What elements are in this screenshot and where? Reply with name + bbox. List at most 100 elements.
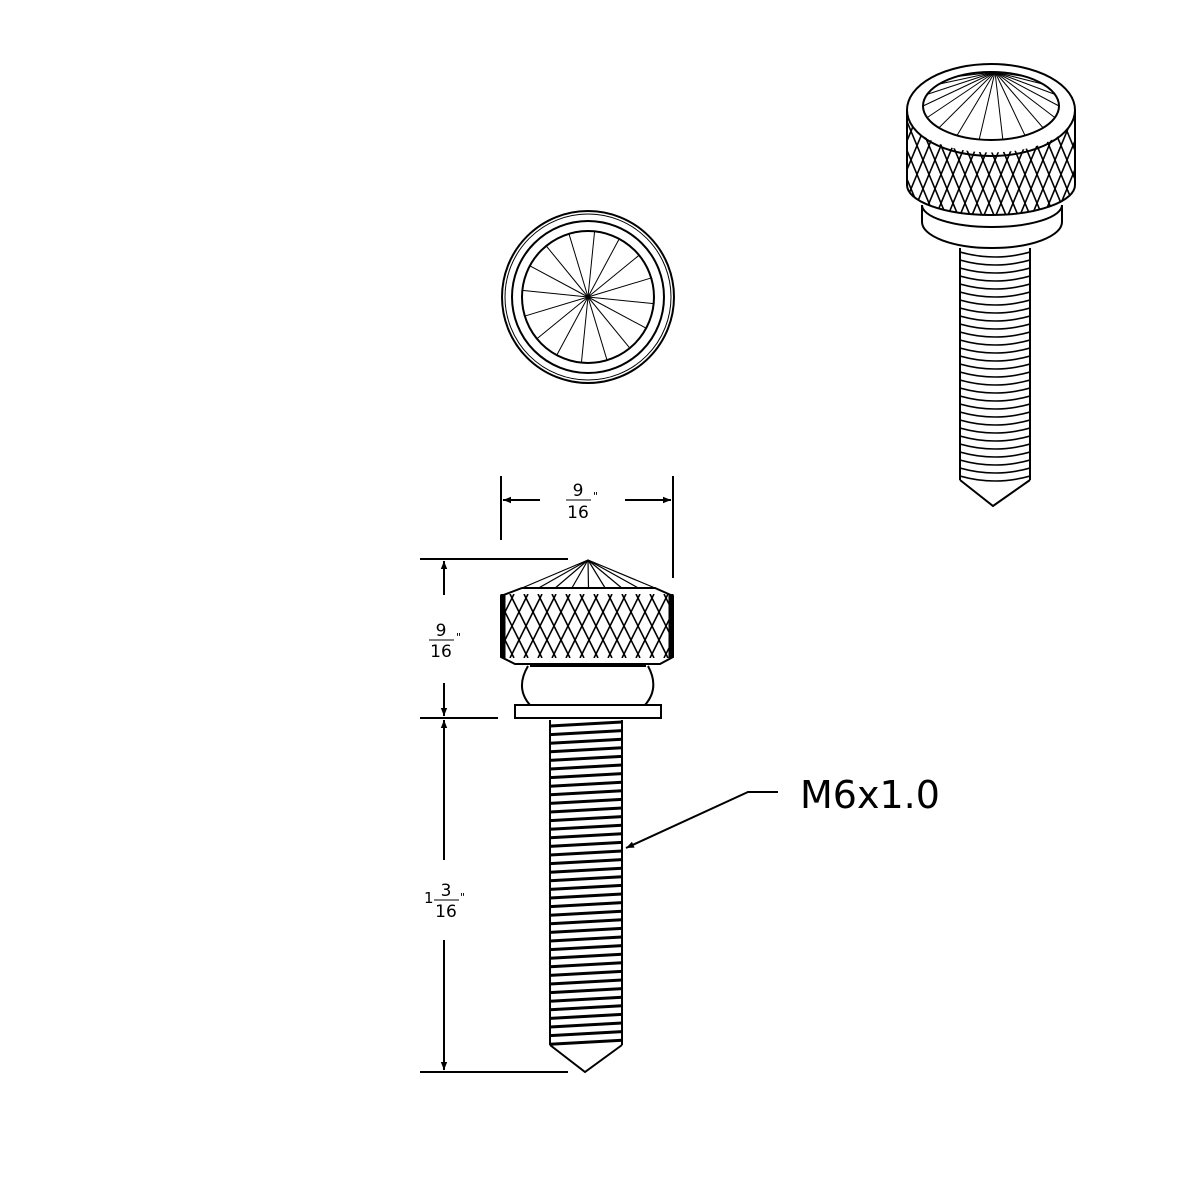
thread-line bbox=[960, 411, 1030, 418]
drawing-line bbox=[549, 763, 623, 771]
thread-line bbox=[960, 251, 1030, 258]
drawing-line bbox=[1126, 100, 1176, 220]
drawing-line bbox=[565, 594, 599, 658]
drawing-line bbox=[571, 559, 589, 589]
thread-line bbox=[960, 323, 1030, 330]
drawing-line bbox=[549, 754, 623, 762]
drawing-line bbox=[926, 71, 996, 95]
drawing-line bbox=[521, 559, 589, 589]
thread-line bbox=[960, 475, 1030, 482]
drawing-line bbox=[678, 594, 710, 658]
drawing-line bbox=[1114, 100, 1164, 220]
drawing-line bbox=[549, 815, 623, 823]
drawing-line bbox=[549, 952, 623, 960]
drawing-line bbox=[549, 1038, 623, 1046]
drawing-line bbox=[587, 296, 647, 329]
thread-line bbox=[960, 315, 1030, 322]
drawing-line bbox=[907, 112, 913, 216]
drawing-line bbox=[503, 594, 529, 646]
drawing-line bbox=[549, 935, 623, 943]
drawing-line bbox=[549, 866, 623, 874]
side-view bbox=[468, 559, 766, 1074]
dim-num: 9 bbox=[436, 621, 447, 641]
drawing-line bbox=[549, 729, 623, 737]
drawing-line bbox=[503, 634, 515, 658]
drawing-line bbox=[587, 559, 623, 589]
drawing-line bbox=[593, 594, 627, 658]
thread-line bbox=[960, 291, 1030, 298]
drawing-line bbox=[468, 594, 500, 658]
drawing-line bbox=[1102, 100, 1152, 220]
dim-den: 16 bbox=[435, 902, 457, 922]
drawing-line bbox=[994, 71, 1060, 107]
drawing-line bbox=[692, 594, 724, 658]
drawing-line bbox=[549, 892, 623, 900]
drawing-line bbox=[549, 772, 623, 780]
drawing-line bbox=[549, 944, 623, 952]
drawing-line bbox=[549, 961, 623, 969]
dimension-shank-length: 1 3 16 " bbox=[424, 881, 465, 922]
drawing-line bbox=[587, 296, 608, 361]
drawing-line bbox=[549, 1012, 623, 1020]
drawing-line bbox=[706, 594, 738, 658]
drawing-line bbox=[850, 100, 900, 220]
drawing-line bbox=[509, 594, 543, 658]
drawing-line bbox=[551, 594, 585, 658]
drawing-line bbox=[938, 71, 996, 85]
drawing-line bbox=[556, 296, 589, 356]
drawing-line bbox=[549, 909, 623, 917]
drawing-line bbox=[587, 559, 606, 589]
drawing-line bbox=[587, 254, 640, 298]
drawing-line bbox=[979, 71, 996, 74]
thread-line bbox=[960, 363, 1030, 370]
drawing-line bbox=[649, 614, 671, 658]
thread-line bbox=[960, 339, 1030, 346]
dim-num: 3 bbox=[441, 881, 452, 901]
drawing-line bbox=[1078, 100, 1128, 220]
drawing-line bbox=[1090, 100, 1140, 220]
drawing-line bbox=[587, 296, 631, 349]
thread-line bbox=[960, 347, 1030, 354]
thread-line bbox=[960, 395, 1030, 402]
drawing-line bbox=[956, 71, 996, 78]
drawing-line bbox=[734, 594, 766, 658]
thread-line bbox=[960, 299, 1030, 306]
drawing-line bbox=[529, 265, 589, 298]
thread-line bbox=[960, 427, 1030, 434]
thread-line bbox=[960, 403, 1030, 410]
isometric-view bbox=[850, 63, 1176, 508]
drawing-line bbox=[720, 594, 752, 658]
thread-line bbox=[960, 435, 1030, 442]
drawing-line bbox=[549, 901, 623, 909]
drawing-line bbox=[692, 594, 724, 658]
drawing-line bbox=[635, 594, 669, 658]
drawing-line bbox=[549, 780, 623, 788]
dim-den: 16 bbox=[430, 642, 452, 662]
drawing-line bbox=[994, 71, 1056, 119]
drawing-line bbox=[549, 918, 623, 926]
thread-callout: M6x1.0 bbox=[625, 773, 940, 849]
drawing-line bbox=[994, 71, 1004, 140]
thread-line bbox=[960, 267, 1030, 274]
thread-line bbox=[960, 259, 1030, 266]
dim-unit: " bbox=[460, 891, 465, 904]
drawing-line bbox=[978, 71, 996, 140]
thread-line bbox=[960, 459, 1030, 466]
drawing-line bbox=[587, 559, 639, 589]
drawing-line bbox=[538, 559, 589, 589]
drawing-line bbox=[956, 71, 996, 136]
dim-whole: 1 bbox=[424, 889, 434, 907]
drawing-line bbox=[549, 789, 623, 797]
drawing-line bbox=[549, 720, 623, 728]
drawing-line bbox=[549, 746, 623, 754]
drawing-line bbox=[587, 231, 596, 298]
drawing-line bbox=[549, 1030, 623, 1038]
drawing-line bbox=[549, 987, 623, 995]
drawing-line bbox=[907, 112, 925, 216]
drawing-line bbox=[994, 71, 1026, 136]
drawing-line bbox=[549, 806, 623, 814]
drawing-line bbox=[549, 1021, 623, 1029]
thread-line bbox=[960, 387, 1030, 394]
